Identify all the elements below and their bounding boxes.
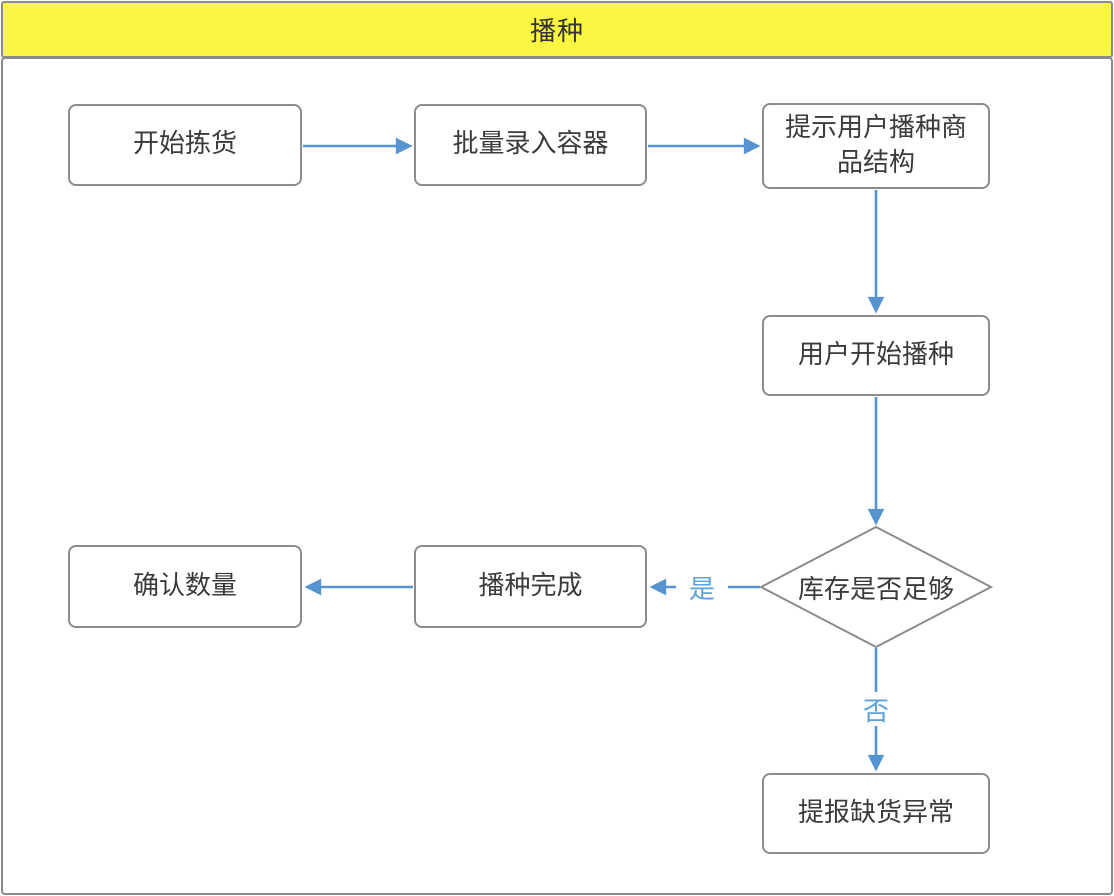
node-label: 开始拣货 — [132, 129, 237, 160]
lane-header: 播种 — [1, 1, 1113, 58]
node-label: 确认数量 — [132, 570, 237, 601]
edge-label-no: 否 — [854, 692, 898, 727]
node-label: 播种完成 — [478, 570, 583, 601]
flowchart-body — [1, 57, 1113, 895]
node-label: 批量录入容器 — [452, 129, 609, 160]
node-seeding-done: 播种完成 — [414, 545, 647, 628]
node-prompt-structure: 提示用户播种商品结构 — [762, 103, 990, 189]
node-label: 库存是否足够 — [797, 574, 954, 605]
node-report-shortage: 提报缺货异常 — [762, 773, 990, 854]
node-confirm-quantity: 确认数量 — [68, 545, 302, 628]
node-batch-container: 批量录入容器 — [414, 104, 647, 186]
edge-label-yes: 是 — [676, 570, 728, 605]
node-label: 用户开始播种 — [797, 339, 954, 370]
node-user-start-seeding: 用户开始播种 — [762, 315, 990, 396]
decision-diamond-shape — [758, 525, 994, 649]
edge-label-text: 是 — [688, 574, 715, 605]
edge-label-text: 否 — [862, 696, 889, 727]
node-stock-decision: 库存是否足够 — [761, 527, 991, 647]
node-label: 提示用户播种商品结构 — [784, 112, 967, 178]
node-start-picking: 开始拣货 — [68, 104, 302, 186]
lane-title: 播种 — [529, 17, 584, 47]
node-label: 提报缺货异常 — [797, 797, 954, 828]
